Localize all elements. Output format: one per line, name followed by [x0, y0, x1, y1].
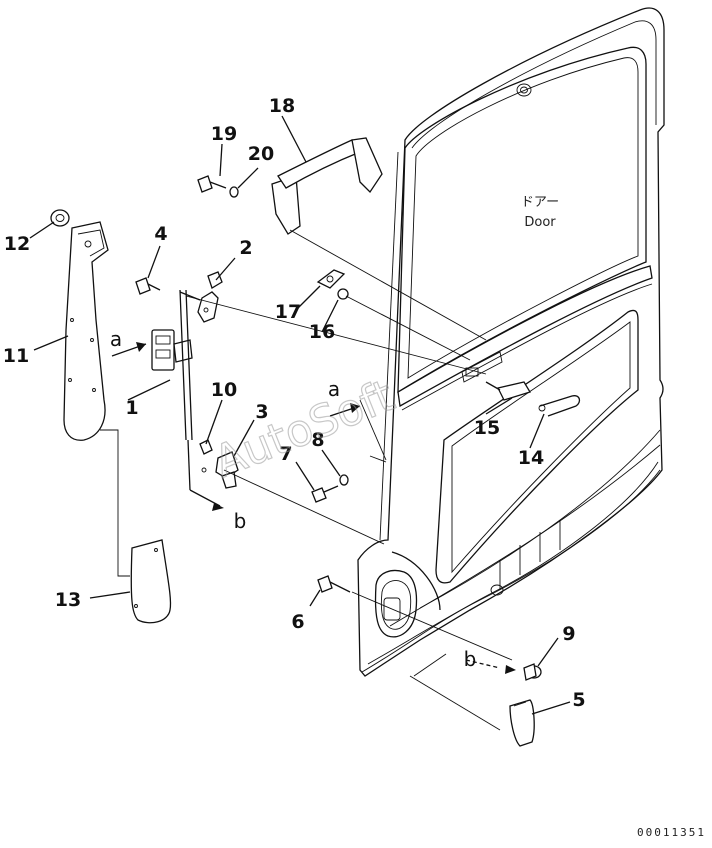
callout-6: 6: [291, 611, 304, 633]
part-17-plate: [316, 269, 346, 289]
part-18-handle: [271, 137, 383, 235]
callout-15: 15: [474, 417, 500, 439]
part-6-bolt: [317, 575, 351, 593]
callout-3: 3: [255, 401, 268, 423]
view-letter-a-left: a: [110, 327, 122, 351]
part-8-washer: [339, 474, 349, 486]
part-7-bolt: [311, 485, 339, 503]
callout-8: 8: [311, 429, 324, 451]
part-13-plate: [130, 539, 172, 624]
part-9-cap: [523, 663, 542, 681]
part-5-cover: [509, 699, 535, 747]
part-15-striker: [485, 381, 531, 401]
part-14-ubolt: [538, 395, 581, 417]
door-label-japanese: ドアー: [521, 195, 559, 210]
leader-lines: [29, 115, 571, 715]
callout-9: 9: [562, 623, 575, 645]
part-16-washer: [337, 288, 349, 300]
callout-16: 16: [309, 321, 335, 343]
door-label-english: Door: [524, 215, 556, 230]
callout-13: 13: [55, 589, 81, 611]
callout-14: 14: [518, 447, 544, 469]
part-11-cover: [63, 221, 109, 441]
callout-1: 1: [125, 397, 138, 419]
door-panel: [357, 7, 665, 677]
part-1-lock: [151, 289, 201, 441]
drawing-code: 00011351: [637, 826, 706, 839]
view-letter-b-right: b: [464, 647, 477, 671]
callout-numbers: 1 2 3 4 5 6 7 8 9 10 11 12 13 14 15 16 1…: [3, 95, 586, 711]
callout-11: 11: [3, 345, 29, 367]
view-letter-a-right: a: [328, 377, 340, 401]
callout-20: 20: [248, 143, 274, 165]
callout-19: 19: [211, 123, 237, 145]
callout-17: 17: [275, 301, 301, 323]
view-arrows: [111, 342, 516, 674]
part-10-rod: [187, 439, 213, 491]
part-19-bolt: [197, 175, 227, 193]
callout-18: 18: [269, 95, 295, 117]
view-letters: a a b b: [110, 327, 476, 671]
callout-2: 2: [239, 237, 252, 259]
callout-4: 4: [154, 223, 167, 245]
assembly-lines: [100, 229, 513, 731]
part-4-bolt: [135, 277, 161, 295]
callout-12: 12: [4, 233, 30, 255]
view-letter-b-left: b: [234, 509, 247, 533]
callout-10: 10: [211, 379, 237, 401]
callout-7: 7: [279, 443, 292, 465]
part-2-bracket: [197, 271, 223, 323]
part-12-clip: [50, 209, 70, 227]
callout-5: 5: [572, 689, 585, 711]
part-20-washer: [229, 186, 239, 198]
